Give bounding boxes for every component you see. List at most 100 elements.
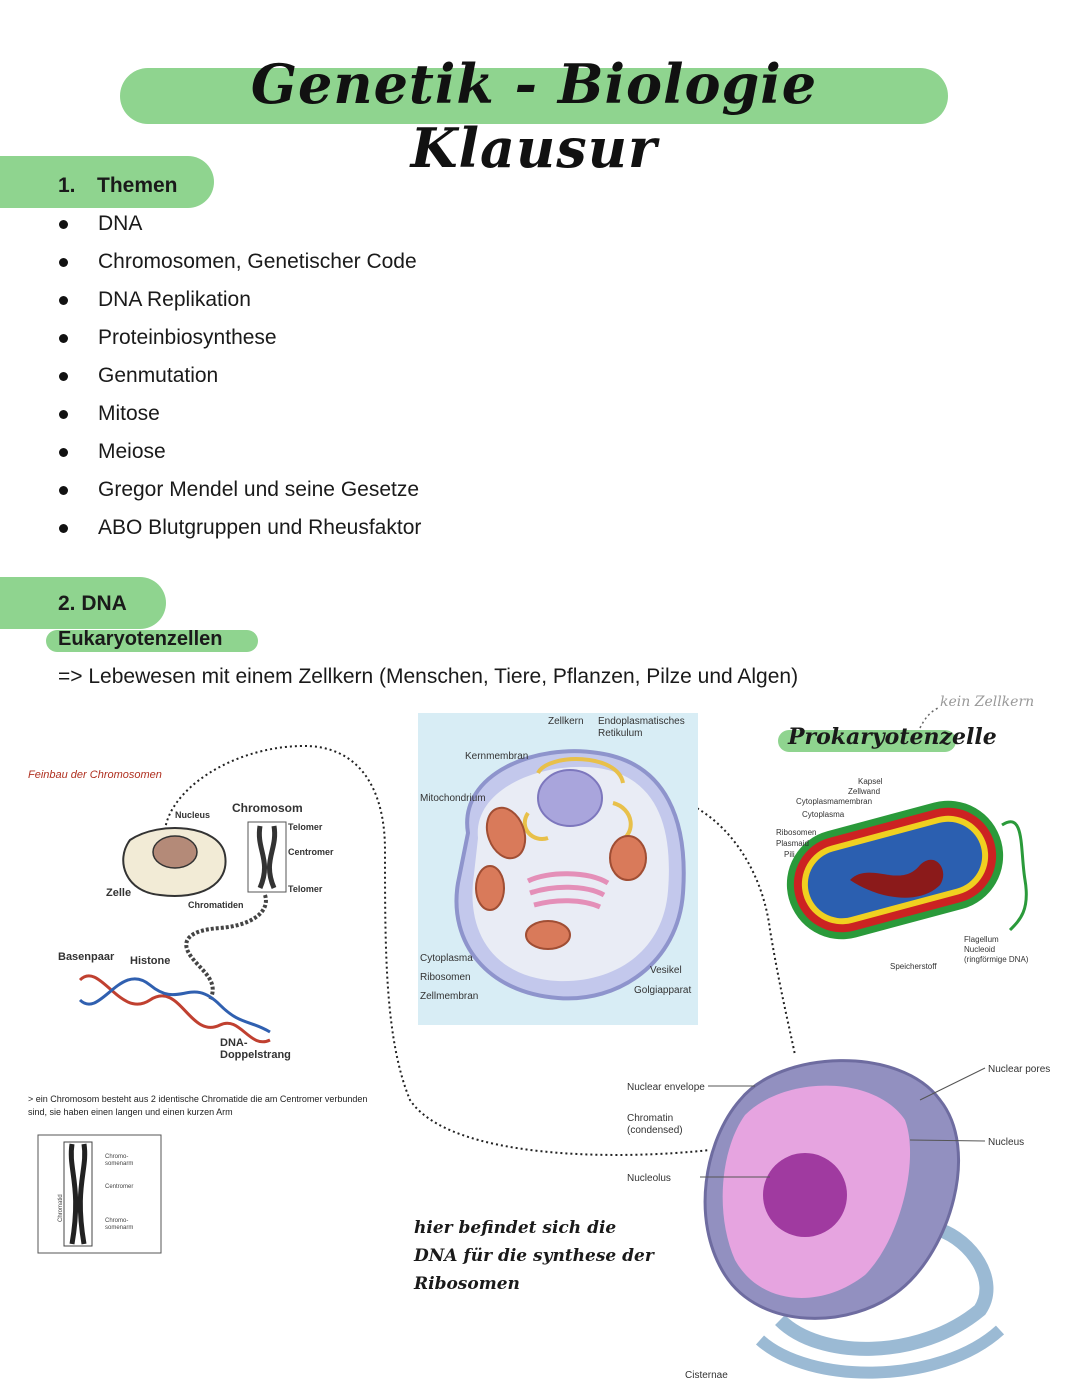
list-item: Mitose <box>55 395 421 433</box>
small-chromosome-shape <box>68 1143 88 1245</box>
list-item: Gregor Mendel und seine Gesetze <box>55 471 421 509</box>
handnote-line-1: hier befindet sich die <box>414 1218 617 1238</box>
section-1-heading: Themen <box>97 174 178 197</box>
nucleolus-shape <box>763 1153 847 1237</box>
label-ribosomen: Ribosomen <box>420 972 471 983</box>
label-basenpaar: Basenpaar <box>58 951 115 963</box>
bullet-icon <box>59 257 68 267</box>
label-plasmaid: Plasmaid <box>776 839 809 848</box>
label-small-centromer: Centromer <box>105 1184 133 1190</box>
leader-line <box>909 1139 986 1142</box>
handwritten-note: hier befindet sich die DNA für die synth… <box>414 1214 654 1298</box>
label-nucleoid-2: (ringförmige DNA) <box>964 955 1029 964</box>
label-zellwand: Zellwand <box>848 787 880 796</box>
chromosome-note-line-2: sind, sie haben einen langen und einen k… <box>28 1107 233 1117</box>
label-chromosom: Chromosom <box>232 801 303 815</box>
mitochondrium-shape-1 <box>485 806 527 860</box>
label-er-2: Retikulum <box>598 728 642 739</box>
list-item: Chromosomen, Genetischer Code <box>55 243 421 281</box>
label-arm-1b: somenarm <box>105 1161 133 1167</box>
label-telomer-top: Telomer <box>288 822 323 832</box>
label-nucleus: Nucleus <box>988 1137 1024 1148</box>
label-chromatiden: Chromatiden <box>188 900 244 910</box>
label-zellmembran: Zellmembran <box>420 991 478 1002</box>
eukaryotic-cell-figure: Zellkern Endoplasmatisches Retikulum Ker… <box>418 713 698 1025</box>
label-cytoplasma: Cytoplasma <box>420 953 473 964</box>
label-pili: Pili <box>784 850 795 859</box>
label-kernmembran: Kernmembran <box>465 751 528 762</box>
bullet-icon <box>59 219 68 229</box>
label-cytoplasma: Cytoplasma <box>802 810 845 819</box>
label-chromatid: Chromatid <box>58 1194 64 1222</box>
label-nucleoid-1: Nucleoid <box>964 945 995 954</box>
cytoplasm-shape <box>807 821 983 919</box>
eukaryoten-highlight <box>46 630 258 652</box>
label-golgiapparat: Golgiapparat <box>634 985 691 996</box>
label-mitochondrium: Mitochondrium <box>420 793 486 804</box>
section-1-number: 1. <box>58 174 76 197</box>
label-vesikel: Vesikel <box>650 965 682 976</box>
section-2-heading: 2. DNA <box>58 592 127 615</box>
list-item: Genmutation <box>55 357 421 395</box>
prokaryote-note: kein Zellkern <box>940 694 1035 710</box>
list-item: DNA <box>55 205 421 243</box>
list-item: Proteinbiosynthese <box>55 319 421 357</box>
eukaryoten-definition: => Lebewesen mit einem Zellkern (Mensche… <box>58 665 799 688</box>
label-nucleus: Nucleus <box>175 810 210 820</box>
handnote-line-2: DNA für die synthese der <box>414 1246 654 1266</box>
bullet-icon <box>59 371 68 381</box>
bullet-icon <box>59 485 68 495</box>
section-1-highlight <box>0 156 214 208</box>
chromosome-box <box>247 821 287 893</box>
label-zelle: Zelle <box>106 887 131 899</box>
bullet-icon <box>59 295 68 305</box>
label-zellkern: Zellkern <box>548 716 584 727</box>
dna-strand-b <box>78 977 271 1034</box>
mitochondrium-shape-4 <box>525 920 571 950</box>
label-nuclear-pores: Nuclear pores <box>988 1064 1050 1075</box>
chromatin-fiber <box>184 894 268 1001</box>
dna-strand-a <box>78 974 271 1044</box>
title-highlight <box>120 68 948 124</box>
label-chromatin-1: Chromatin <box>627 1113 673 1124</box>
eukaryoten-heading: Eukaryotenzellen <box>58 628 223 650</box>
flagellum-shape <box>1001 820 1028 932</box>
label-speicherstoff: Speicherstoff <box>890 962 937 971</box>
label-nuclear-envelope: Nuclear envelope <box>627 1082 705 1093</box>
label-arm-1a: Chromo- <box>105 1154 128 1160</box>
nucleoid-shape <box>850 859 944 898</box>
label-arm-2b: somenarm <box>105 1225 133 1231</box>
list-item: DNA Replikation <box>55 281 421 319</box>
bullet-icon <box>59 333 68 343</box>
mitochondrium-shape-2 <box>475 865 505 911</box>
chromosome-shape <box>256 825 278 889</box>
page-title: Genetik - Biologie Klausur <box>250 52 818 180</box>
handnote-line-3: Ribosomen <box>414 1274 520 1294</box>
list-item: Meiose <box>55 433 421 471</box>
bullet-icon <box>59 409 68 419</box>
section-2-highlight <box>0 577 166 629</box>
label-dna-1: DNA- <box>220 1037 248 1049</box>
label-cytoplasmamembran: Cytoplasmamembran <box>796 797 872 806</box>
chromosome-note-line-1: > ein Chromosom besteht aus 2 identische… <box>28 1094 367 1104</box>
label-ribosomen: Ribosomen <box>776 828 816 837</box>
chromatid-frame <box>63 1141 93 1247</box>
prokaryote-highlight <box>778 730 956 752</box>
label-er-1: Endoplasmatisches <box>598 716 685 727</box>
label-arm-2a: Chromo- <box>105 1218 128 1224</box>
chromosome-figure: Feinbau der Chromosomen Nucleus Chromoso… <box>28 769 367 1254</box>
golgi-shape <box>526 871 610 910</box>
label-chromatin-2: (condensed) <box>627 1125 683 1136</box>
label-dna-2: Doppelstrang <box>220 1049 291 1061</box>
prokaryote-figure: Kapsel Zellwand Cytoplasmamembran Cytopl… <box>776 777 1029 971</box>
er-cisternae-2 <box>755 1325 1005 1379</box>
chromosome-figure-title: Feinbau der Chromosomen <box>28 769 162 781</box>
leader-line <box>919 1067 986 1101</box>
nucleus-shape <box>152 835 198 869</box>
label-cisternae: Cisternae <box>685 1370 728 1381</box>
label-kapsel: Kapsel <box>858 777 883 786</box>
label-flagellum: Flagellum <box>964 935 999 944</box>
label-centromer: Centromer <box>288 847 334 857</box>
label-histone: Histone <box>130 955 170 967</box>
label-nucleolus: Nucleolus <box>627 1173 671 1184</box>
